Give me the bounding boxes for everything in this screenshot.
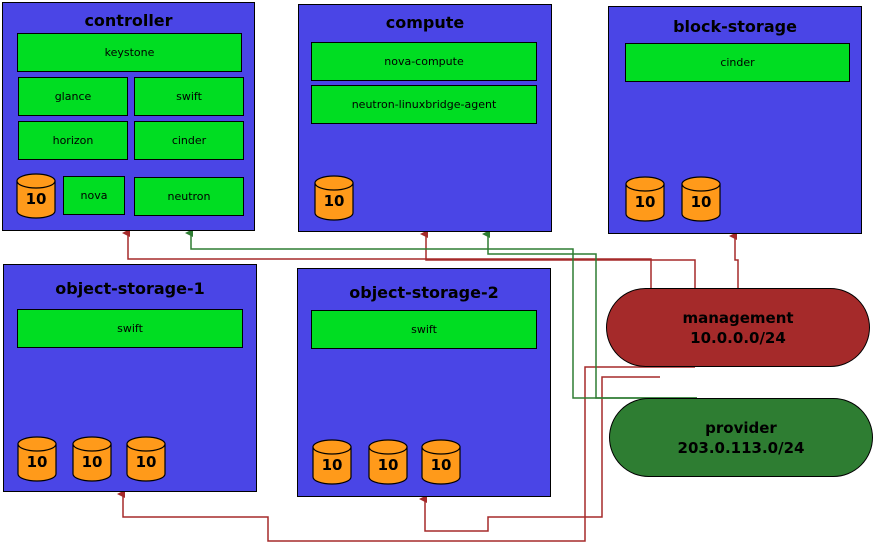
mgmt-link-controller [122,229,652,288]
disk-icon: 10 [421,439,461,485]
object-storage-1-node: object-storage-1 swift 10 10 10 [3,264,257,492]
mgmt-link-block-storage [729,232,739,288]
service-nova: nova [63,176,125,215]
disk-size-label: 10 [81,453,103,471]
disk-size-label: 10 [25,190,47,208]
network-name: management [682,308,794,327]
service-keystone: keystone [17,33,242,72]
disk-icon: 10 [314,175,354,221]
service-nova-compute: nova-compute [311,42,537,81]
service-cinder: cinder [134,121,244,160]
network-cidr: 10.0.0.0/24 [690,328,786,347]
service-neutron: neutron [134,177,244,216]
disk-size-label: 10 [323,192,345,210]
node-title: controller [84,11,173,30]
disk-size-label: 10 [634,193,656,211]
provider-network: provider 203.0.113.0/24 [609,398,873,477]
node-title: object-storage-1 [55,279,205,298]
disk-icon: 10 [368,439,408,485]
mgmt-link-compute [420,230,696,288]
disk-size-label: 10 [26,453,48,471]
network-name: provider [705,418,777,437]
disk-size-label: 10 [321,456,343,474]
disk-icon: 10 [312,439,352,485]
object-storage-2-node: object-storage-2 swift 10 10 10 [297,268,551,497]
service-swift: swift [17,309,243,348]
disk-icon: 10 [16,173,56,219]
disk-icon: 10 [681,176,721,222]
disk-size-label: 10 [690,193,712,211]
disk-icon: 10 [72,436,112,482]
disk-size-label: 10 [135,453,157,471]
service-neutron-linuxbridge-agent: neutron-linuxbridge-agent [311,85,537,124]
disk-size-label: 10 [430,456,452,474]
service-cinder: cinder [625,43,850,82]
disk-size-label: 10 [377,456,399,474]
node-title: compute [385,13,465,32]
service-swift: swift [311,310,537,349]
disk-icon: 10 [625,176,665,222]
compute-node: compute nova-compute neutron-linuxbridge… [298,4,552,232]
service-glance: glance [18,77,128,116]
provider-link-compute [482,230,697,399]
controller-node: controller keystone glance swift horizon… [2,2,255,231]
network-cidr: 203.0.113.0/24 [677,438,805,457]
node-title: object-storage-2 [349,283,499,302]
service-horizon: horizon [18,121,128,160]
node-title: block-storage [673,17,797,36]
mgmt-link-object-storage-2 [419,376,660,532]
service-swift: swift [134,77,244,116]
disk-icon: 10 [126,436,166,482]
mgmt-link-object-storage-1 [117,366,695,542]
disk-icon: 10 [17,436,57,482]
block-storage-node: block-storage cinder 10 10 [608,6,862,234]
management-network: management 10.0.0.0/24 [606,288,870,367]
